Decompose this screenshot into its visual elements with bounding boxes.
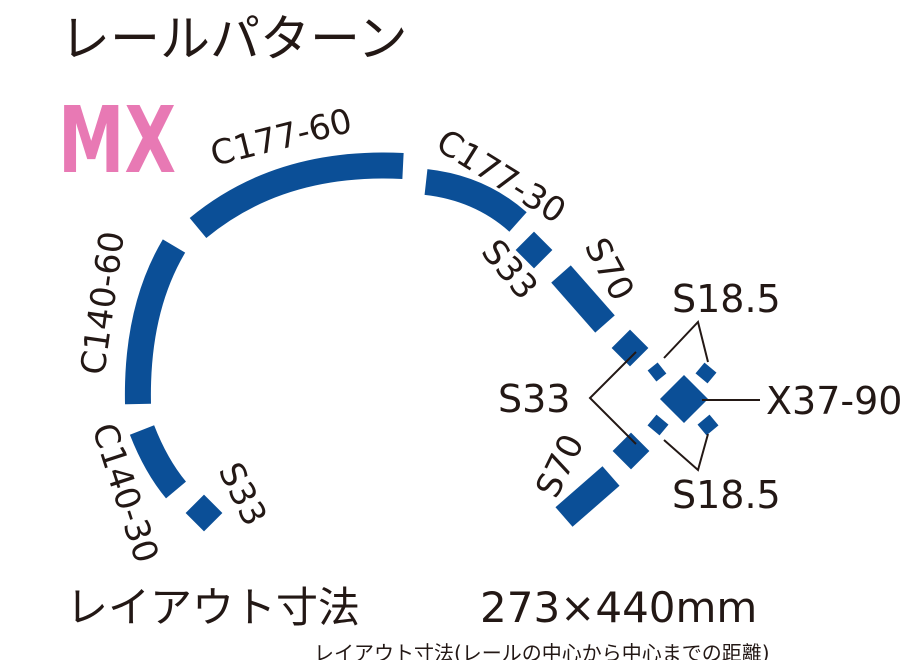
- label-s33-left: S33: [210, 456, 274, 532]
- track-c177-60: [189, 152, 404, 239]
- pattern-name: MX: [58, 87, 176, 194]
- track-c140-60: [124, 239, 186, 405]
- label-x37-90: X37-90: [766, 379, 902, 423]
- track-s70-upper: [551, 265, 615, 333]
- track-layout: [124, 152, 719, 532]
- dimension-note: レイアウト寸法(レールの中心から中心までの距離): [314, 641, 770, 660]
- track-s33-junction-upper: [611, 329, 649, 367]
- track-s33-junction-lower: [612, 432, 650, 470]
- leader-s18-5-lower: [663, 433, 709, 472]
- track-x37-90: [659, 374, 709, 424]
- track-s33-upper: [515, 231, 553, 269]
- dimension-label: レイアウト寸法: [66, 583, 360, 632]
- track-s18-5-a: [647, 362, 667, 382]
- track-s18-5-c: [647, 414, 669, 436]
- label-s33-branch: S33: [498, 377, 570, 421]
- track-c140-30: [129, 425, 187, 499]
- leader-lines: [588, 319, 760, 472]
- page-title: レールパターン: [60, 10, 408, 68]
- track-s70-lower: [555, 466, 620, 527]
- track-c177-30: [424, 169, 527, 232]
- track-s18-5-b: [695, 362, 717, 384]
- label-s18-5-lower: S18.5: [672, 473, 781, 517]
- label-s18-5-upper: S18.5: [672, 277, 781, 321]
- leader-s18-5-upper: [663, 319, 709, 363]
- track-s33-left: [185, 494, 223, 532]
- dimension-value: 273×440mm: [480, 583, 757, 632]
- track-s18-5-d: [697, 414, 719, 436]
- leader-s33-branch: [588, 351, 637, 445]
- label-c140-60: C140-60: [73, 229, 133, 377]
